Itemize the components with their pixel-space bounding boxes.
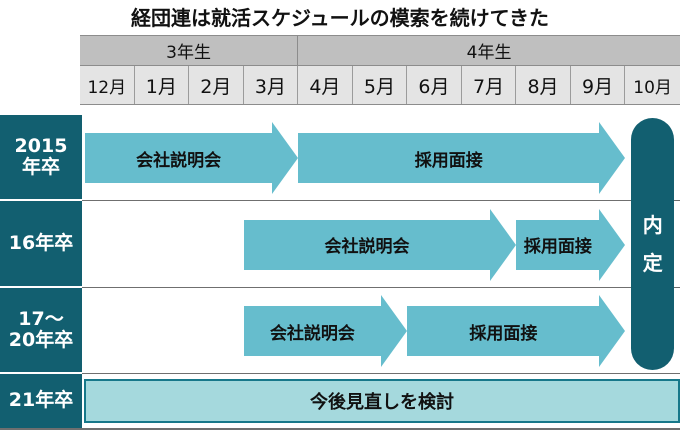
grade-header-cell: 4年生 [466,43,512,63]
phase-arrow-briefing: 会社説明会 [243,295,408,367]
phase-arrow-label: 採用面接 [523,237,592,257]
phase-arrow-label: 会社説明会 [324,237,410,257]
month-header-cell: 5月 [353,66,408,104]
month-header-cell: 9月 [571,66,626,104]
naitei-char: 内 [642,213,663,237]
row-label-1: 2015 年卒 [0,115,82,201]
grade-header-row: 3年生 4年生 [80,35,680,65]
arrow-head-icon [272,122,299,194]
naitei-char: 定 [642,251,663,275]
bottom-frame-rule [0,428,680,430]
page-title: 経団連は就活スケジュールの模索を続けてきた [131,6,549,30]
phase-arrow-briefing: 会社説明会 [85,122,299,194]
phase-arrow-label: 会社説明会 [136,150,222,171]
naitei-pill: 内定 [631,118,674,370]
month-header-cell: 6月 [407,66,462,104]
row-label-3: 17〜 20年卒 [0,288,82,374]
month-header-cell: 3月 [244,66,299,104]
arrow-head-icon [599,295,626,367]
month-header-cell: 7月 [462,66,517,104]
month-header-cell: 4月 [298,66,353,104]
month-header-cell: 1月 [135,66,190,104]
arrow-head-icon [381,295,408,367]
phase-bar-review: 今後見直しを検討 [84,379,680,423]
phase-arrow-label: 採用面接 [414,150,483,171]
phase-arrow-briefing: 会社説明会 [243,208,517,281]
row-label-4: 21年卒 [0,374,82,428]
row-label-2: 16年卒 [0,201,82,288]
phase-arrow-interview: 採用面接 [298,122,626,194]
arrow-head-icon [490,208,517,281]
month-header-cell: 10月 [633,77,672,98]
phase-arrow-label: 採用面接 [469,323,538,344]
grade-header-cell: 3年生 [80,36,299,65]
phase-arrow-label: 会社説明会 [269,323,355,344]
phase-arrow-interview: 採用面接 [407,295,626,367]
phase-arrow-interview: 採用面接 [516,208,626,281]
arrow-head-icon [599,122,626,194]
month-header-cell: 2月 [189,66,244,104]
arrow-head-icon [599,208,626,281]
month-header-cell: 12月 [80,66,135,104]
month-header-cell: 8月 [516,66,571,104]
